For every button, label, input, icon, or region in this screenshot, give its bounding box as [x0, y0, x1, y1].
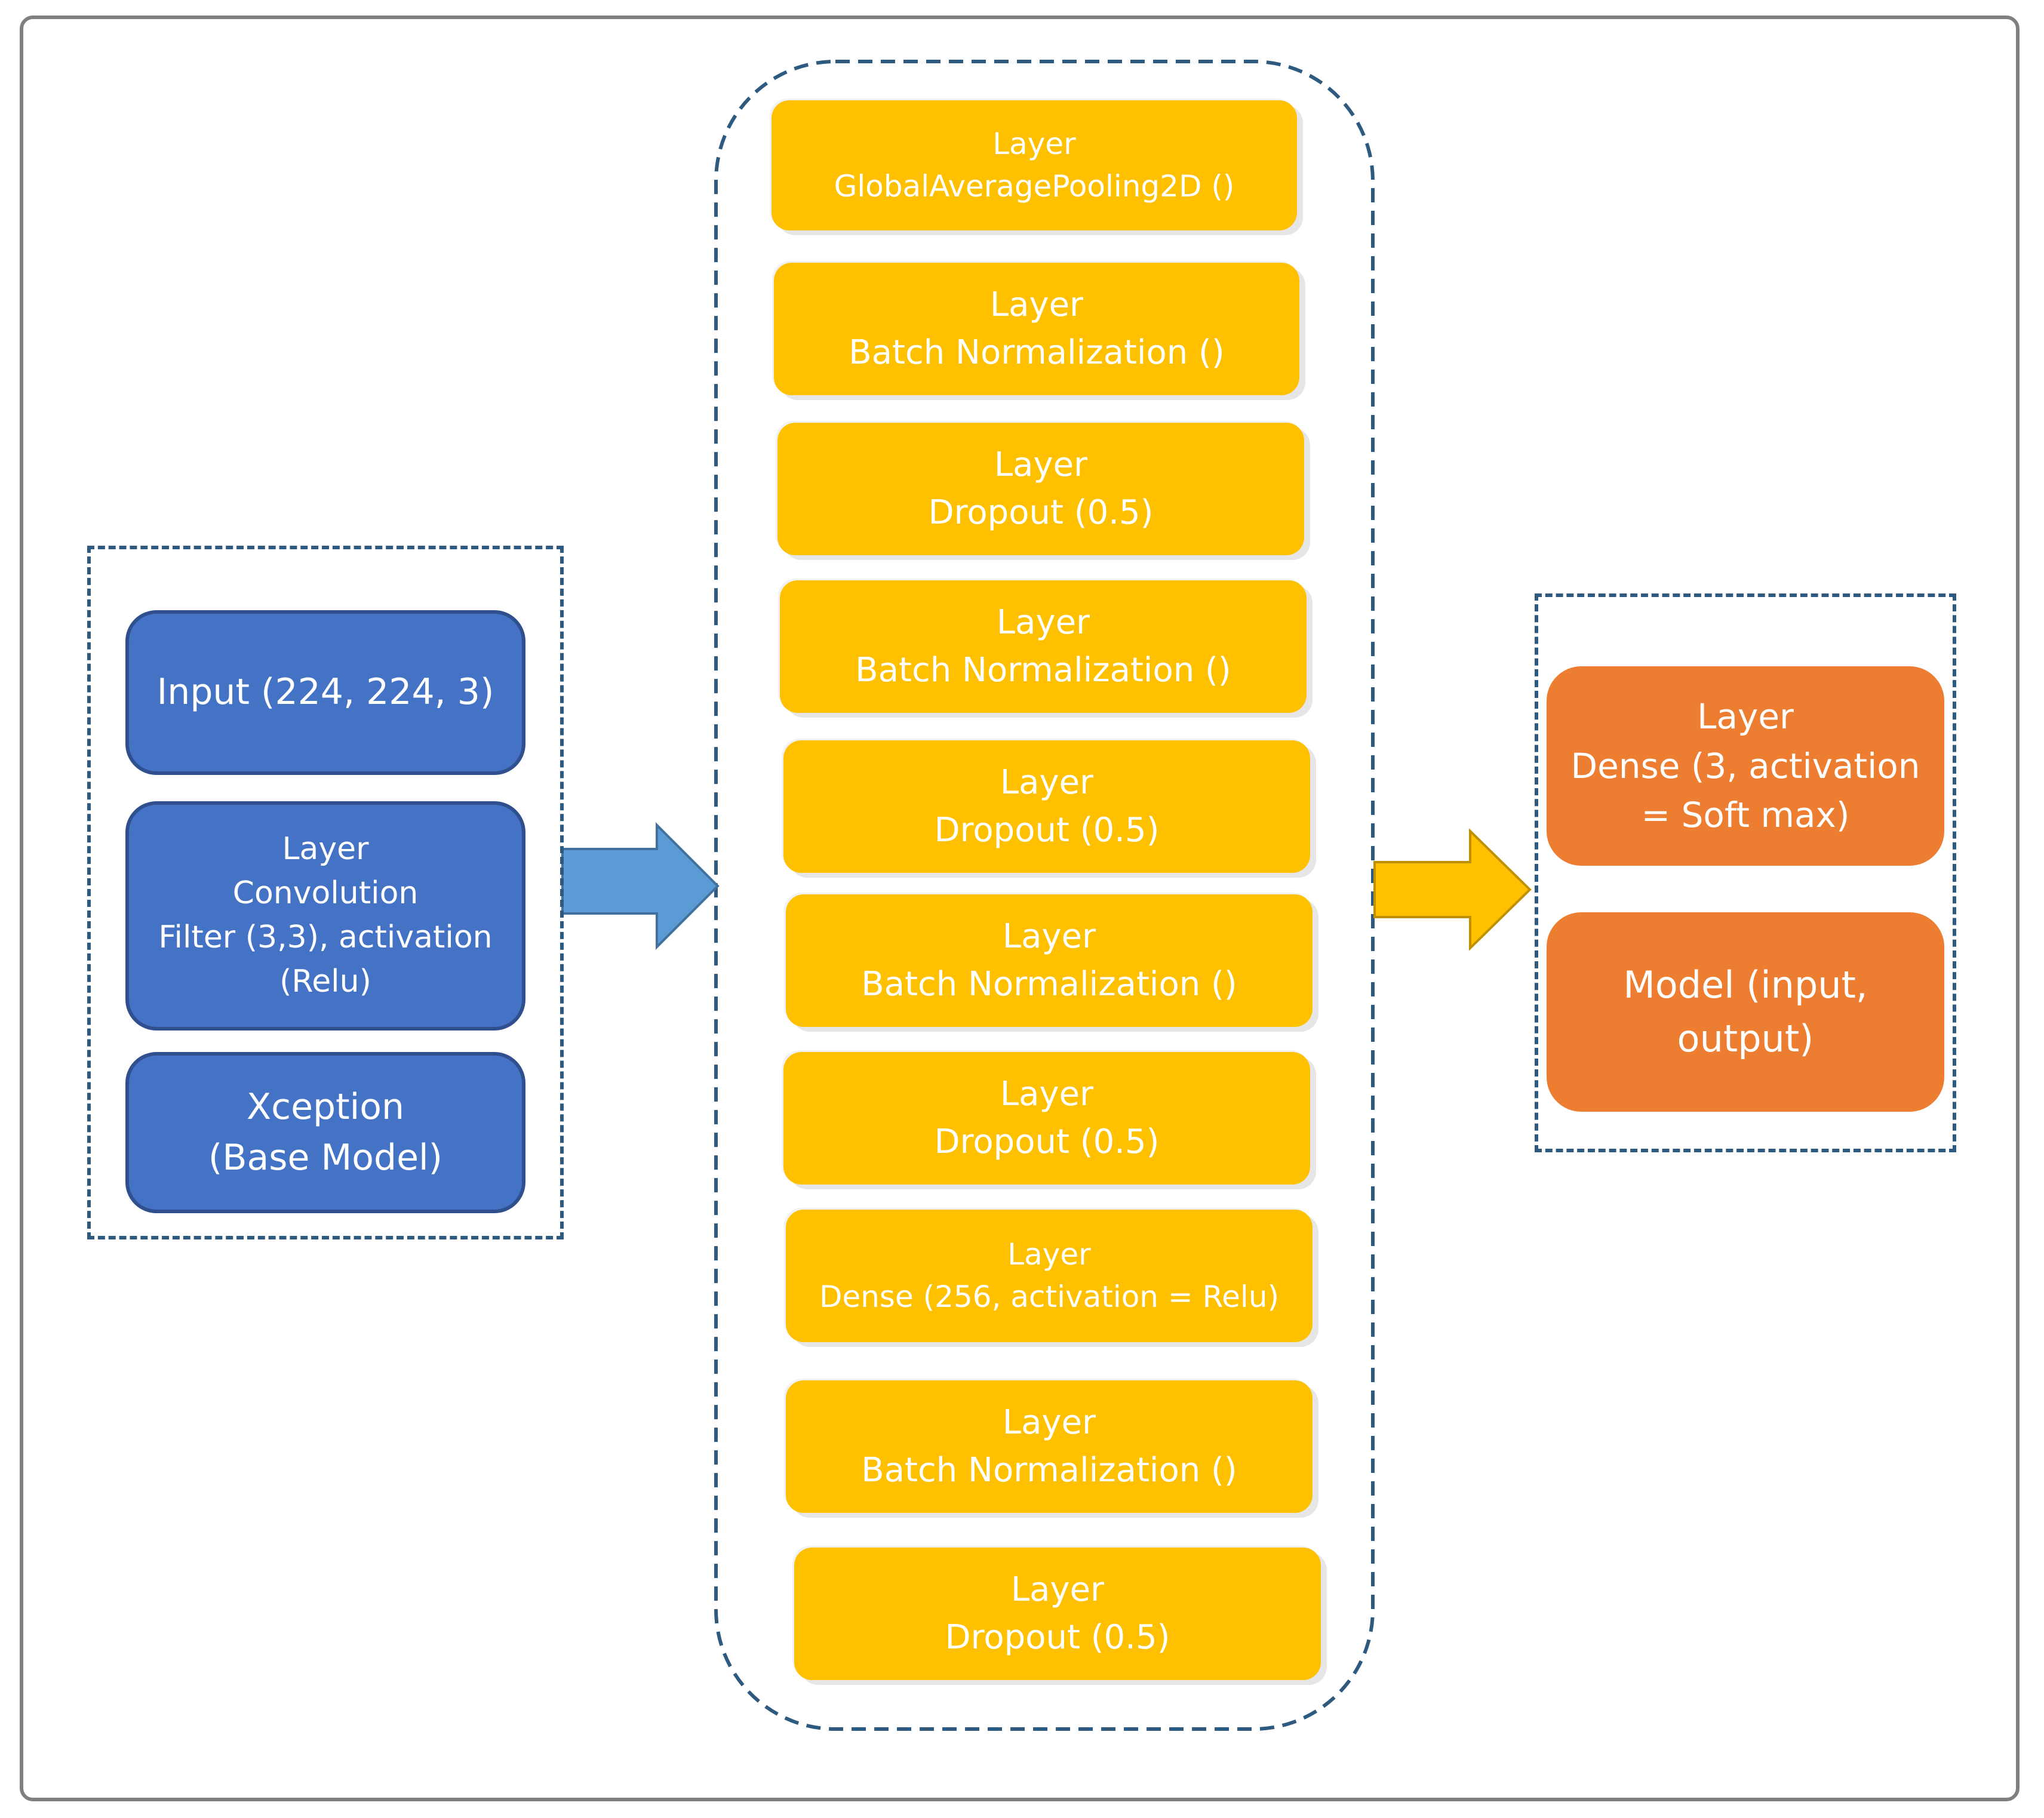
- layer-block-title: Layer: [1002, 1403, 1096, 1442]
- layer-block-title: Layer: [1007, 1237, 1091, 1272]
- layer-block-title: Layer: [1000, 763, 1094, 802]
- layer-block: Layer Dropout (0.5): [777, 423, 1304, 555]
- layer-block-desc: Batch Normalization (): [855, 651, 1231, 690]
- dense-line-2: Dense (3, activation: [1570, 745, 1920, 786]
- layer-block-title: Layer: [989, 285, 1084, 325]
- layer-block-desc: Dropout (0.5): [928, 493, 1154, 532]
- model-line-1: Model (input,: [1623, 963, 1868, 1007]
- layer-block: Layer Batch Normalization (): [786, 894, 1313, 1027]
- layer-block-title: Layer: [1010, 1570, 1105, 1610]
- layer-block-desc: Dense (256, activation = Relu): [819, 1279, 1280, 1314]
- layer-block: Layer Dropout (0.5): [783, 740, 1310, 873]
- layer-block: Layer Batch Normalization (): [780, 580, 1307, 713]
- conv-line-4: (Relu): [279, 963, 371, 999]
- layer-block-title: Layer: [994, 445, 1088, 485]
- layer-block-title: Layer: [996, 603, 1090, 642]
- xception-line-2: (Base Model): [208, 1137, 443, 1179]
- conv-line-1: Layer: [282, 831, 369, 868]
- right-arrow-icon: [1373, 828, 1532, 951]
- layer-block-desc: Dropout (0.5): [945, 1618, 1170, 1657]
- conv-line-3: Filter (3,3), activation: [158, 919, 493, 955]
- input-block: Input (224, 224, 3): [125, 610, 525, 775]
- dense-line-1: Layer: [1697, 696, 1794, 737]
- layer-block: Layer Dropout (0.5): [794, 1548, 1321, 1680]
- layer-block: Layer GlobalAveragePooling2D (): [772, 100, 1297, 230]
- layer-block: Layer Batch Normalization (): [786, 1380, 1313, 1513]
- figure-frame: [20, 16, 2020, 1801]
- output-group: [1535, 593, 1956, 1152]
- input-group: [87, 546, 564, 1239]
- model-block: Model (input, output): [1547, 912, 1944, 1112]
- xception-line-1: Xception: [246, 1085, 405, 1128]
- layer-block-title: Layer: [1002, 917, 1096, 956]
- layer-block-desc: Batch Normalization (): [861, 1451, 1237, 1490]
- layer-block-desc: Batch Normalization (): [849, 333, 1225, 372]
- model-line-2: output): [1677, 1017, 1814, 1060]
- layer-block-desc: Dropout (0.5): [934, 811, 1160, 850]
- convolution-block: Layer Convolution Filter (3,3), activati…: [125, 801, 525, 1030]
- layer-block: Layer Dropout (0.5): [783, 1052, 1310, 1185]
- dense-line-3: = Soft max): [1641, 795, 1850, 836]
- layer-block: Layer Batch Normalization (): [774, 263, 1299, 395]
- middle-group-border: [714, 60, 1375, 1731]
- layer-block-desc: Batch Normalization (): [861, 965, 1237, 1004]
- layer-block-desc: Dropout (0.5): [934, 1122, 1160, 1161]
- dense-output-block: Layer Dense (3, activation = Soft max): [1547, 666, 1944, 866]
- layer-block-desc: GlobalAveragePooling2D (): [834, 169, 1235, 204]
- xception-block: Xception (Base Model): [125, 1052, 525, 1213]
- input-label: Input (224, 224, 3): [156, 671, 494, 713]
- layer-block: Layer Dense (256, activation = Relu): [786, 1210, 1313, 1342]
- layer-block-title: Layer: [992, 127, 1076, 161]
- layer-block-title: Layer: [1000, 1075, 1094, 1114]
- conv-line-2: Convolution: [232, 875, 419, 912]
- right-arrow-icon: [561, 822, 720, 950]
